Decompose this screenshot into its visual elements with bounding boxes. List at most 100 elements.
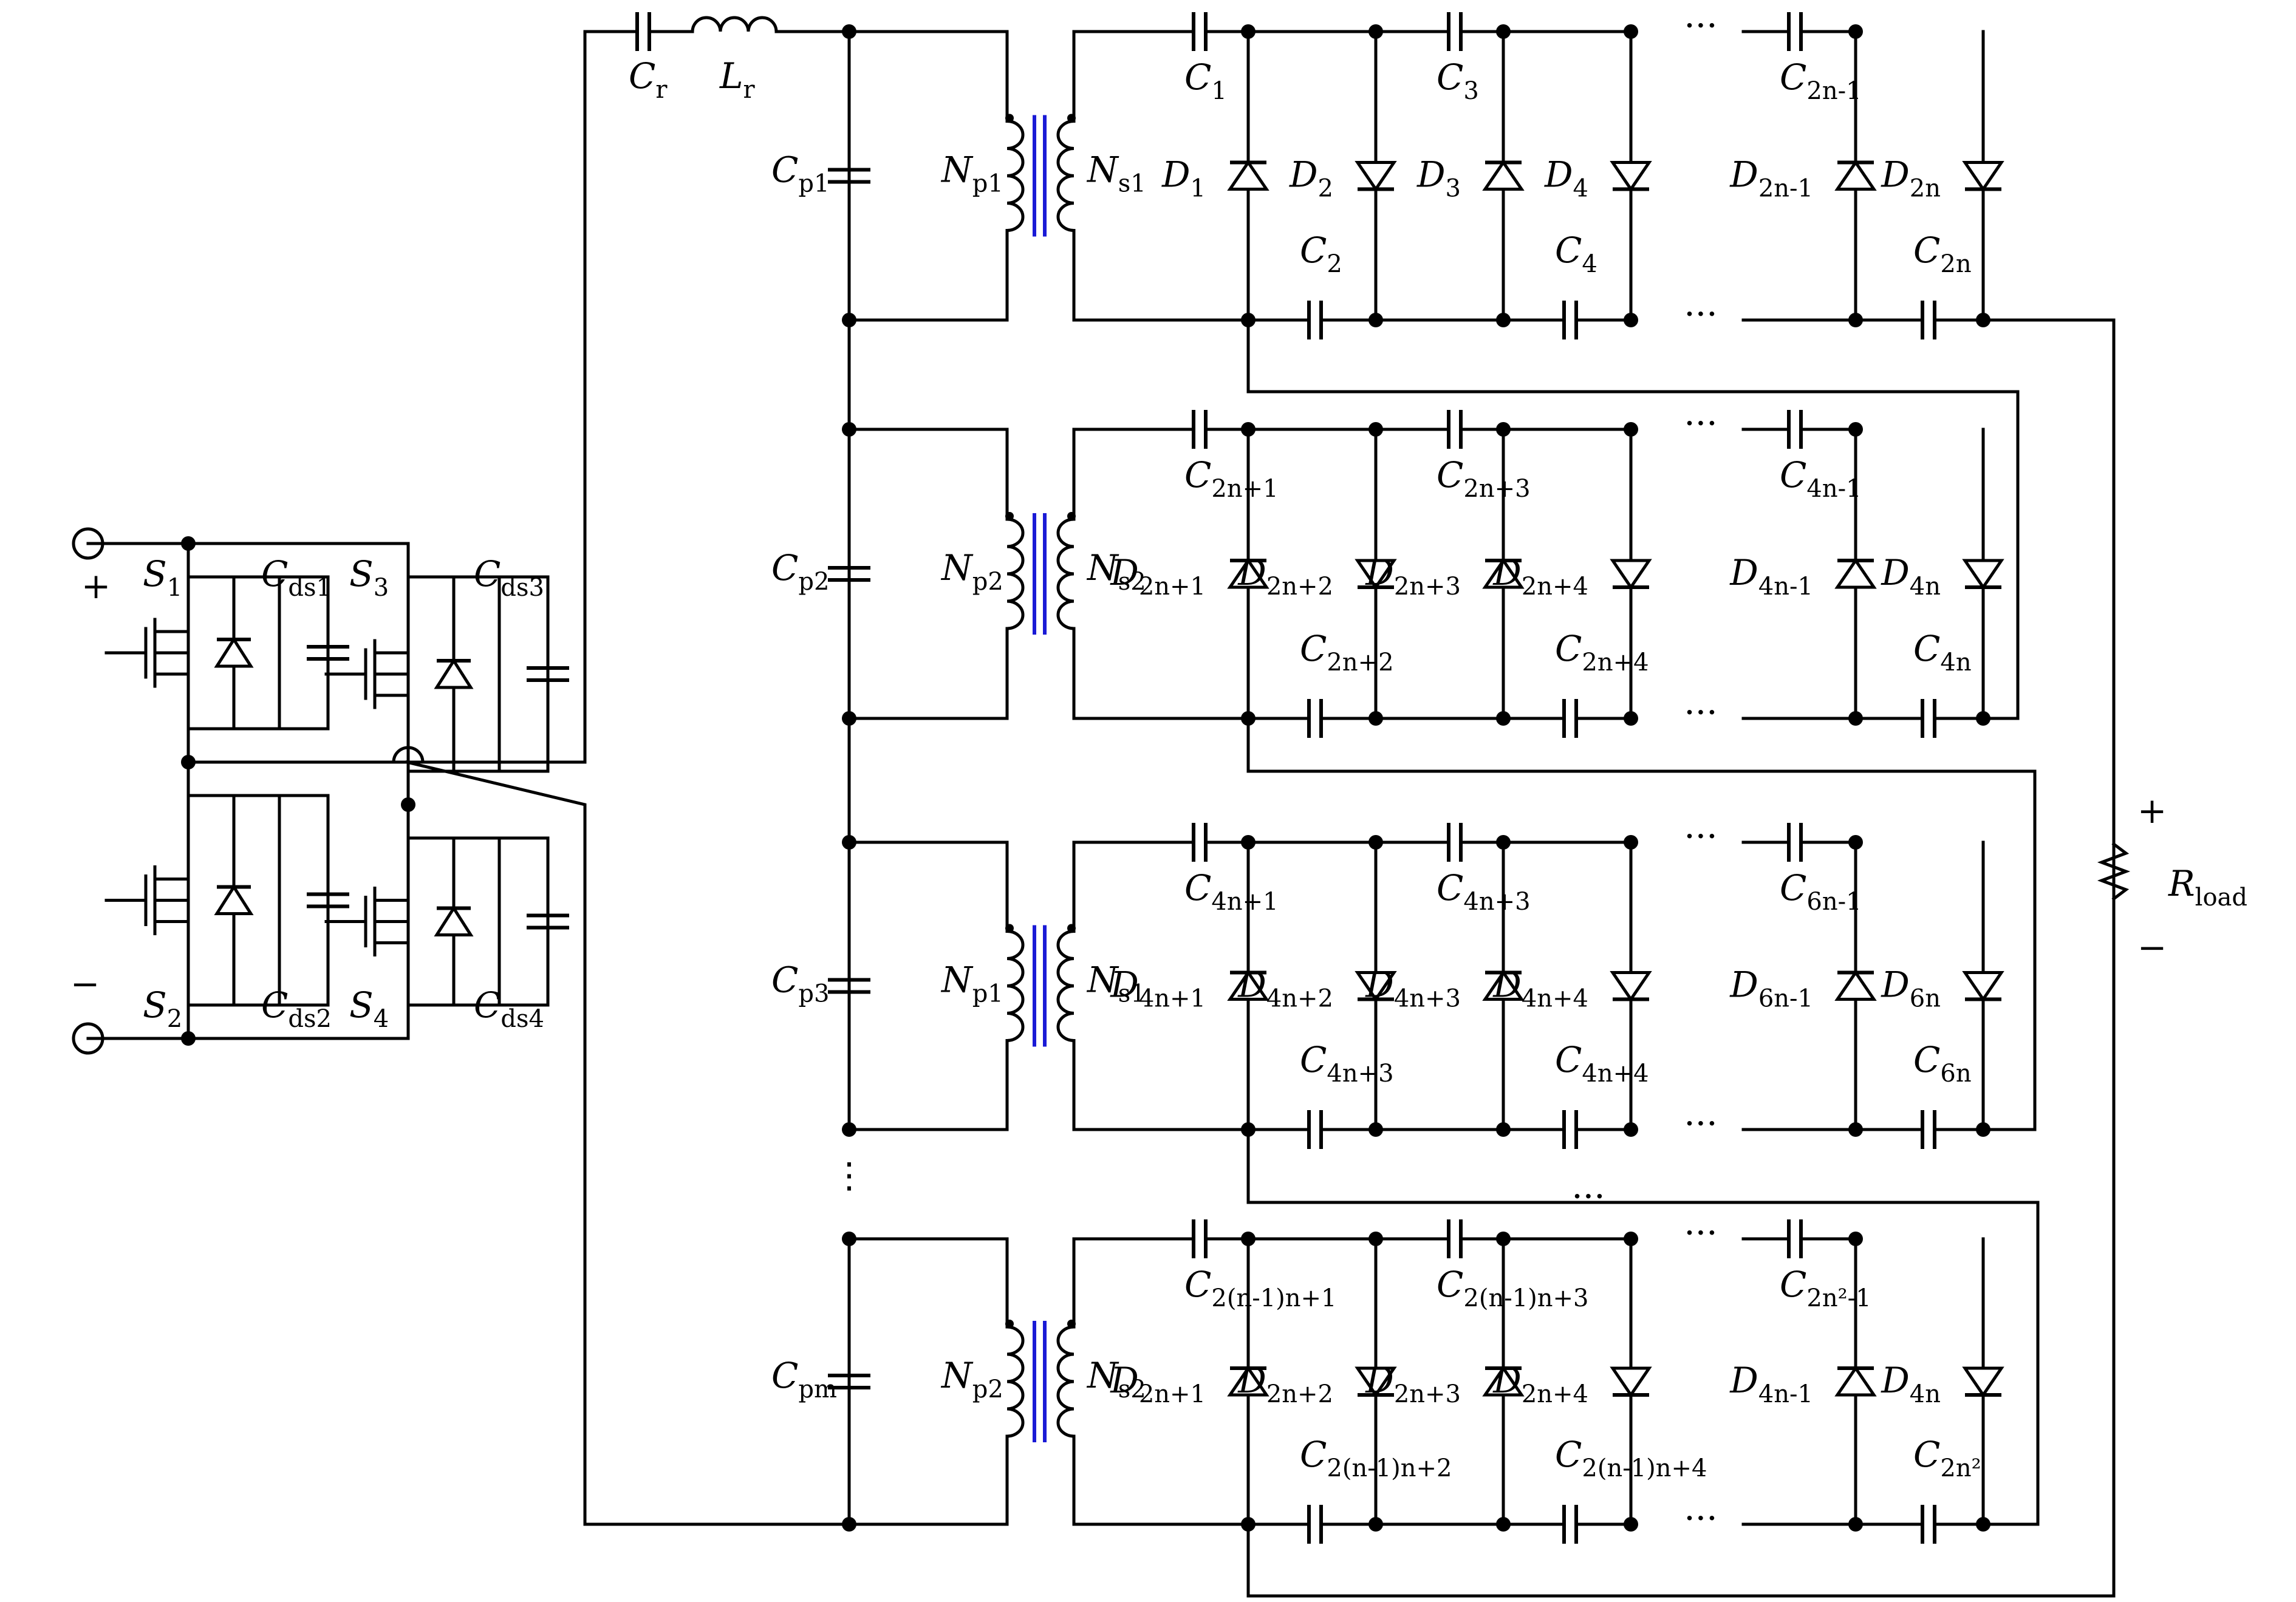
junction-dot [1496,1232,1511,1246]
diode-body [1355,161,1397,192]
label-cds2: Cds2 [261,984,332,1033]
transformer [1005,1320,1076,1442]
label-diode: D2 [1289,154,1333,203]
diode-body [1482,1365,1525,1397]
diode [1355,559,1397,590]
junction-dot [1368,313,1383,327]
junction-dot [842,1232,856,1246]
junction-dot [1848,1122,1863,1137]
diode [1962,161,2004,192]
diode-body [1834,970,1877,1001]
junction-dot [1496,711,1511,726]
capacitor [1921,1505,1936,1544]
diode [1610,559,1652,590]
capacitor [1192,12,1208,51]
diode-body [1355,971,1397,1002]
label-bottom-capacitor: C4n+4 [1555,1039,1649,1088]
junction-dot [1976,1122,1990,1137]
wire [847,627,1009,720]
junction-dot [1496,422,1511,437]
label-top-capacitor: C2(n-1)n+3 [1437,1264,1589,1312]
diode-body [1482,970,1525,1001]
polarity-dot [1067,924,1076,933]
label-s3: S3 [349,553,389,602]
capacitor [1787,823,1803,862]
diode-body [1227,1365,1269,1397]
junction-dot [1241,422,1256,437]
diode [1355,971,1397,1002]
label-top-capacitor: C6n-1 [1780,867,1862,916]
junction-dot [1848,835,1863,850]
diode-body [1834,557,1877,589]
junction-dot [1976,313,1990,327]
capacitor [635,12,651,51]
capacitor [1787,1219,1803,1258]
label-ns_c: Ns1 [1086,959,1146,1008]
diode-body [1610,1366,1652,1398]
junction-dot [1624,1122,1638,1137]
switch-wire [497,575,550,773]
junction-dot [1976,711,1990,726]
junction-dot [1624,1517,1638,1532]
label-diode: D2n+2 [1237,1360,1333,1408]
label-top-capacitor: C2n²-1 [1780,1264,1871,1312]
diode [1962,1366,2004,1398]
label-top-capacitor: C1 [1184,56,1227,105]
label-diode: D1 [1161,154,1206,203]
capacitor [828,168,870,184]
label-diode: D3 [1416,154,1461,203]
label-bottom-capacitor: C2n+2 [1300,628,1394,677]
wire [847,229,1009,322]
label-cds3: Cds3 [474,553,544,602]
label-bottom-capacitor: C4n+3 [1300,1039,1394,1088]
diode [1834,557,1877,589]
label-ns_d: Ns2 [1086,1355,1146,1403]
primary-winding [1005,119,1025,233]
junction-dot [181,536,196,551]
wire [1246,318,2116,1598]
label-top-capacitor: C4n-1 [1780,454,1862,503]
label-bottom-capacitor: C2 [1300,230,1342,278]
diode [1962,559,2004,590]
diode [1227,1365,1269,1397]
inductor-coil [691,16,778,33]
capacitor [828,978,870,994]
label-top-capacitor: C4n+3 [1437,867,1531,916]
junction-dot [1368,1122,1383,1137]
label-diode: D4n-1 [1729,552,1813,601]
capacitor [1307,699,1323,738]
junction-dot [1368,422,1383,437]
switch-s3 [324,542,569,806]
ellipsis-top: ··· [1684,403,1717,444]
polarity-dot [1067,114,1076,123]
label-lr: Lr [719,55,756,104]
switch-wire [186,542,281,764]
junction-dot [181,1031,196,1046]
label-diode: D2n [1881,154,1941,203]
switch-wire [186,760,281,1040]
transformer [1005,114,1076,237]
diode-body [1355,1366,1397,1398]
junction-dot [1848,1232,1863,1246]
secondary-winding [1056,119,1076,233]
polarity-dot [1067,1320,1076,1328]
label-rload: Rload [2168,863,2247,912]
label-cds1: Cds1 [261,553,332,602]
capacitor [1921,1110,1936,1149]
polarity-dot [1005,924,1014,933]
label-diode: D2n+3 [1365,1360,1461,1408]
label-s4: S4 [349,984,389,1033]
junction-dot [1848,422,1863,437]
wire [847,1039,1009,1131]
capacitor [1447,12,1463,51]
diode [1227,160,1269,191]
diode-body [1227,557,1269,589]
capacitor [1562,1110,1578,1149]
diode-body [1610,559,1652,590]
label-bottom-capacitor: C2n [1913,230,1972,278]
label-bottom-capacitor: C2(n-1)n+4 [1555,1434,1707,1482]
junction-dot [1368,711,1383,726]
diode-body [1834,160,1877,191]
capacitor [1921,699,1936,738]
